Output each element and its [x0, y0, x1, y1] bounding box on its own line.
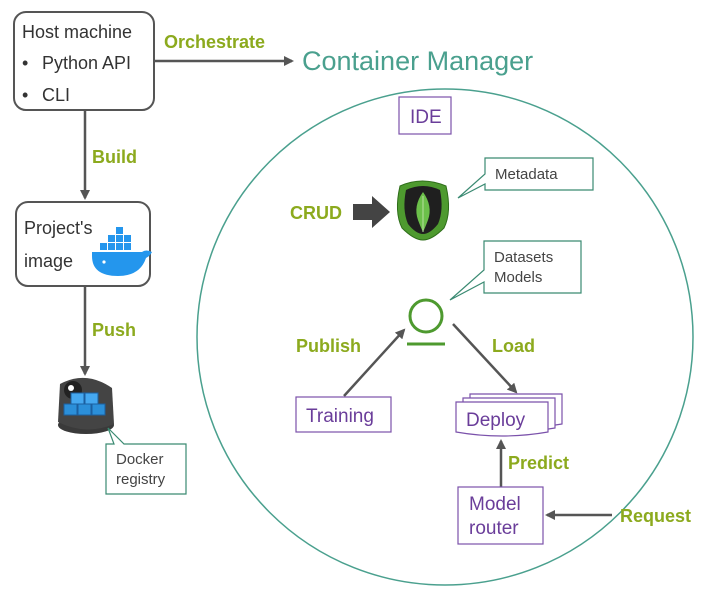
docker-whale-icon — [92, 227, 152, 276]
model-router-label-line1: Model — [469, 494, 521, 515]
storage-label-line2: Models — [494, 269, 542, 286]
docker-registry-icon — [58, 377, 114, 434]
training-box[interactable]: Training — [295, 396, 392, 433]
load-arrow — [452, 323, 518, 394]
crud-label: CRUD — [290, 203, 342, 223]
docker-registry-callout: Docker registry — [105, 427, 187, 495]
host-item-python-api: Python API — [42, 53, 131, 73]
ide-label: IDE — [410, 107, 442, 128]
project-image-box[interactable]: Project's image — [15, 201, 152, 287]
build-label: Build — [92, 147, 137, 167]
load-label: Load — [492, 336, 535, 356]
container-manager-circle — [196, 88, 694, 586]
training-label: Training — [306, 406, 374, 427]
orchestrate-label: Orchestrate — [164, 32, 265, 52]
storage-node-icon — [407, 298, 445, 346]
push-label: Push — [92, 320, 136, 340]
container-manager-title: Container Manager — [302, 46, 533, 76]
project-image-label-line2: image — [24, 251, 73, 271]
metadata-callout: Metadata — [457, 157, 594, 199]
crud-arrow — [353, 196, 390, 228]
ide-box[interactable]: IDE — [398, 96, 452, 135]
host-machine-box[interactable]: Host machine • Python API • CLI — [13, 11, 155, 111]
host-machine-title: Host machine — [22, 22, 132, 42]
host-item-cli: CLI — [42, 85, 70, 105]
deploy-box[interactable]: Deploy — [455, 393, 563, 437]
request-label: Request — [620, 506, 691, 526]
deploy-label: Deploy — [466, 410, 526, 431]
bullet-icon: • — [22, 85, 28, 105]
project-image-label-line1: Project's — [24, 218, 92, 238]
publish-label: Publish — [296, 336, 361, 356]
storage-label-line1: Datasets — [494, 249, 553, 266]
model-router-label-line2: router — [469, 518, 519, 539]
publish-arrow — [343, 328, 406, 397]
metadata-label: Metadata — [495, 166, 558, 183]
mongodb-leaf-icon — [396, 180, 450, 241]
docker-registry-label-line1: Docker — [116, 451, 164, 468]
storage-callout: Datasets Models — [449, 240, 582, 301]
bullet-icon: • — [22, 53, 28, 73]
docker-registry-label-line2: registry — [116, 471, 166, 488]
model-router-box[interactable]: Model router — [457, 486, 544, 545]
predict-label: Predict — [508, 453, 569, 473]
